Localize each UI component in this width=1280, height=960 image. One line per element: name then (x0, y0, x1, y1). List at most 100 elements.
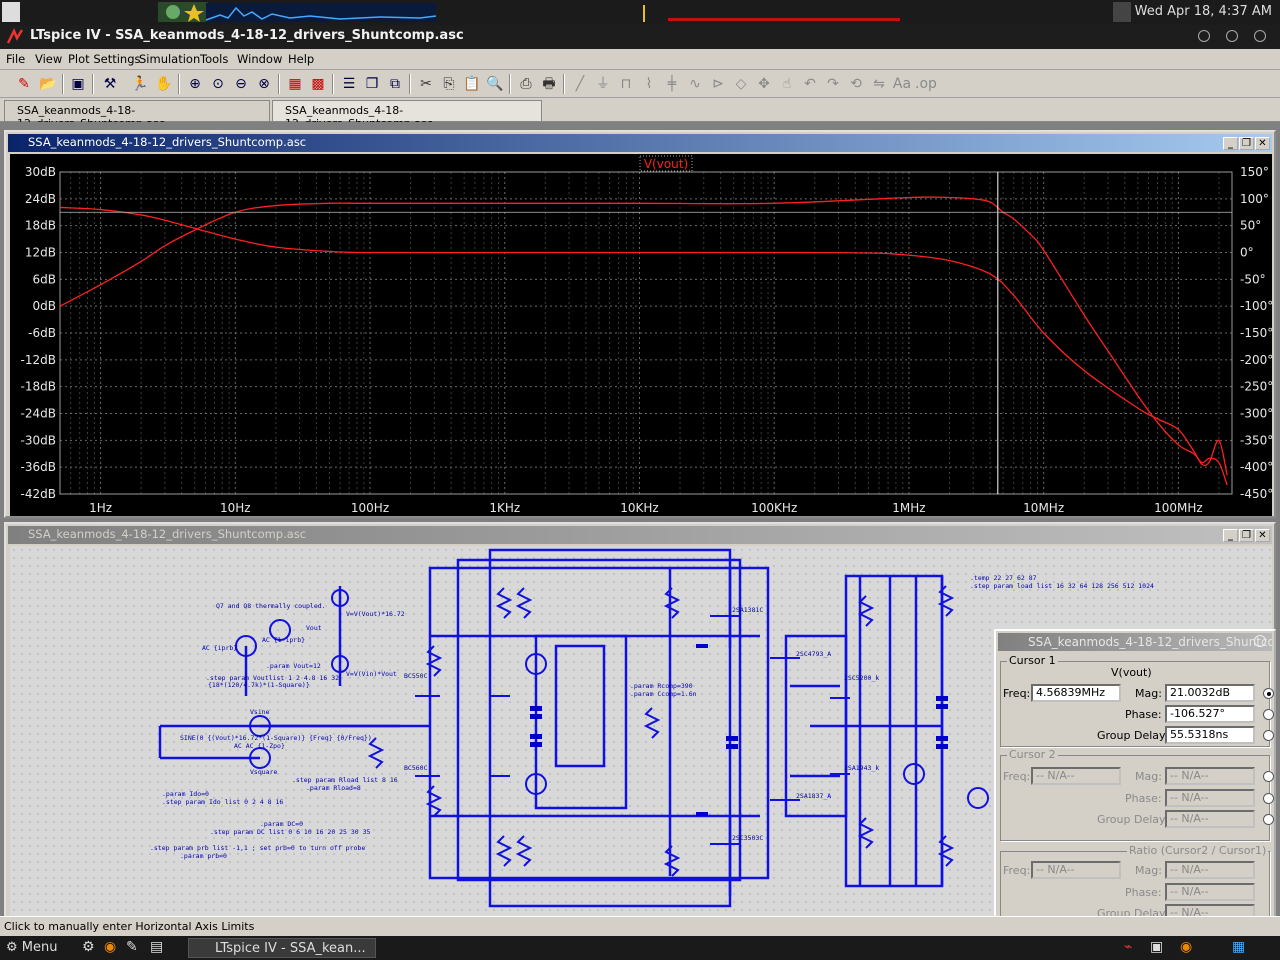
autorange-icon[interactable]: ▦ (288, 76, 302, 92)
drag-icon[interactable]: ☝ (782, 76, 792, 92)
waveform-window-titlebar[interactable]: SSA_keanmods_4-18-12_drivers_Shuntcomp.a… (8, 134, 1272, 152)
close-icon[interactable]: ✕ (1255, 137, 1270, 150)
menu-window[interactable]: Window (237, 52, 283, 66)
x-tick-label: 10KHz (620, 501, 658, 515)
zoom-out-icon[interactable]: ⊖ (235, 76, 247, 92)
cut-icon[interactable]: ✂ (420, 76, 432, 92)
resistor-icon[interactable]: ⌇ (645, 76, 653, 92)
spice-directive-icon[interactable]: .op (915, 76, 937, 92)
cursor2-group: Cursor 2 Freq: -- N/A-- Mag: -- N/A-- Ph… (1000, 748, 1274, 841)
text-icon[interactable]: Aa (892, 76, 912, 92)
maximize-icon[interactable] (1226, 30, 1238, 42)
desktop-icon[interactable]: ▦ (1232, 939, 1246, 955)
capacitor-icon[interactable]: ╪ (667, 76, 677, 92)
schematic-window-titlebar[interactable]: SSA_keanmods_4-18-12_drivers_Shuntcomp.a… (8, 526, 1272, 544)
paste-icon[interactable]: 📋 (463, 76, 481, 92)
terminal-icon[interactable]: ▤ (150, 939, 164, 955)
cursor2-gd-radio[interactable] (1263, 814, 1274, 825)
start-menu-button[interactable]: ⚙ Menu (6, 940, 58, 955)
cursor1-freq-field[interactable]: 4.56839MHz (1031, 684, 1121, 702)
close-icon[interactable] (1254, 30, 1266, 42)
find-icon[interactable]: 🔍 (486, 76, 504, 92)
pan-icon[interactable]: ⊙ (212, 76, 224, 92)
cursor2-phase-field[interactable]: -- N/A-- (1165, 789, 1255, 807)
restore-icon[interactable]: ❐ (1239, 529, 1254, 542)
tab-schematic[interactable]: SSA_keanmods_4-18-12_drivers_Shuntcomp.a… (4, 100, 270, 130)
move-icon[interactable]: ✥ (758, 76, 770, 92)
schematic-drawing[interactable]: Q7 and Q8 thermally coupled. AC {iprb} A… (10, 546, 1272, 923)
restore-icon[interactable]: ❐ (1239, 137, 1254, 150)
settings-icon[interactable]: ⚙ (82, 939, 95, 955)
copy-icon[interactable]: ⎘ (443, 76, 455, 92)
label-net-icon[interactable]: ⊓ (620, 76, 632, 92)
cursor2-mag-field[interactable]: -- N/A-- (1165, 767, 1255, 785)
firefox-tray-icon[interactable]: ◉ (1180, 939, 1193, 955)
minimize-icon[interactable] (1198, 30, 1210, 42)
rotate-icon[interactable]: ⟲ (850, 76, 862, 92)
wire-icon[interactable]: ╱ (575, 76, 585, 92)
control-panel-icon[interactable]: ⚒ (103, 76, 117, 92)
run-icon[interactable]: 🏃 (131, 76, 149, 92)
menu-tools[interactable]: Tools (200, 52, 229, 66)
menu-help[interactable]: Help (288, 52, 315, 66)
print-icon[interactable]: 🖶 (542, 76, 556, 92)
cursor1-group: Cursor 1 V(vout) Freq: 4.56839MHz Mag: 2… (1000, 654, 1274, 747)
ltspice-tray-icon[interactable]: ⌁ (1124, 939, 1133, 955)
ratio-freq-field[interactable]: -- N/A-- (1031, 861, 1121, 879)
close-icon[interactable]: ✕ (1255, 529, 1270, 542)
firefox-icon[interactable]: ◉ (104, 939, 117, 955)
zoom-in-icon[interactable]: ⊕ (189, 76, 201, 92)
cursor1-group-delay-field[interactable]: 55.5318ns (1165, 726, 1255, 744)
cursor1-phase-radio[interactable] (1263, 709, 1274, 720)
tile-horizontal-icon[interactable]: ☰ (342, 76, 356, 92)
menu-simulation[interactable]: Simulation (139, 52, 201, 66)
undo-icon[interactable]: ↶ (804, 76, 816, 92)
halt-icon[interactable]: ✋ (155, 76, 173, 92)
menu-plot-settings[interactable]: Plot Settings (68, 52, 141, 66)
cursor2-group-delay-field[interactable]: -- N/A-- (1165, 810, 1255, 828)
ratio-phase-field[interactable]: -- N/A-- (1165, 883, 1255, 901)
taskbar-ltspice-task[interactable]: LTspice IV - SSA_kean... (188, 938, 376, 958)
cursor1-mag-field[interactable]: 21.0032dB (1165, 684, 1255, 702)
schematic-label: .step param Voutlist 1 2 4.8 16 32 (206, 674, 339, 682)
redo-icon[interactable]: ↷ (827, 76, 839, 92)
clock[interactable]: Wed Apr 18, 4:37 AM (1134, 4, 1272, 19)
tab-waveform[interactable]: SSA_keanmods_4-18-12_drivers_Shuntcomp.a… (272, 100, 542, 130)
tile-vertical-icon[interactable]: ⧉ (390, 76, 400, 92)
ground-icon[interactable]: ⏚ (596, 76, 610, 92)
inductor-icon[interactable]: ∿ (689, 76, 701, 92)
x-tick-label: 10Hz (220, 501, 251, 515)
save-icon[interactable]: ▣ (71, 76, 85, 92)
mirror-icon[interactable]: ⇋ (873, 76, 885, 92)
zoom-full-icon[interactable]: ⊗ (258, 76, 270, 92)
close-icon[interactable] (1254, 635, 1266, 647)
cursor1-gd-radio[interactable] (1263, 730, 1274, 741)
text-editor-icon[interactable]: ✎ (126, 939, 138, 955)
cursor-dialog-titlebar[interactable]: SSA_keanmods_4-18-12_drivers_Shuntcomp.a… (998, 633, 1272, 651)
delete-trace-icon[interactable]: ▩ (311, 76, 325, 92)
cursor2-phase-radio[interactable] (1263, 793, 1274, 804)
taskbar: ⚙ Menu ⚙ ◉ ✎ ▤ LTspice IV - SSA_kean... … (0, 936, 1280, 960)
menu-file[interactable]: File (6, 52, 26, 66)
cursor2-mag-radio[interactable] (1263, 771, 1274, 782)
open-icon[interactable]: 📂 (39, 76, 57, 92)
bode-plot[interactable]: 30dB24dB18dB12dB6dB0dB-6dB-12dB-18dB-24d… (10, 154, 1273, 516)
cursor1-phase-field[interactable]: -106.527° (1165, 705, 1255, 723)
cursor2-label: Cursor 2 (1007, 748, 1058, 761)
phase-label: Phase: (1125, 708, 1162, 721)
window-titlebar[interactable]: LTspice IV - SSA_keanmods_4-18-12_driver… (0, 25, 1280, 49)
cascade-icon[interactable]: ❐ (365, 76, 379, 92)
x-tick-label: 1MHz (892, 501, 925, 515)
diode-icon[interactable]: ⊳ (712, 76, 724, 92)
cursor1-mag-radio[interactable] (1263, 688, 1274, 699)
minimize-icon[interactable]: _ (1223, 529, 1238, 542)
ratio-mag-field[interactable]: -- N/A-- (1165, 861, 1255, 879)
network-icon[interactable]: ▣ (1150, 939, 1164, 955)
minimize-icon[interactable]: _ (1223, 137, 1238, 150)
menu-view[interactable]: View (35, 52, 63, 66)
component-icon[interactable]: ◇ (735, 76, 747, 92)
print-setup-icon[interactable]: ⎙ (520, 76, 532, 92)
new-schematic-icon[interactable]: ✎ (18, 76, 30, 92)
cursor2-freq-field[interactable]: -- N/A-- (1031, 767, 1121, 785)
